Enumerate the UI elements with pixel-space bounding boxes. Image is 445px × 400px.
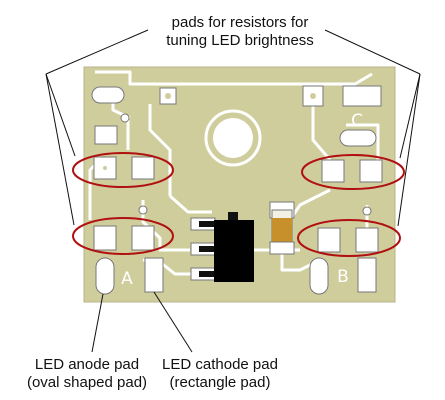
anode-label-line1: LED anode pad — [34, 356, 140, 373]
chip-lead-3 — [199, 271, 215, 277]
resistor-pad-right-lower-2 — [355, 227, 379, 253]
led-anode-pad-a — [95, 257, 115, 295]
resistor-pad-right-lower-1 — [317, 227, 341, 253]
highlight-left-lower — [72, 217, 174, 255]
via-top-center — [165, 93, 171, 99]
resistor-band — [272, 218, 292, 242]
highlight-left-upper — [72, 152, 174, 188]
resistor-pad-left-lower-2 — [131, 225, 155, 251]
top-label-line1: pads for resistors for — [171, 14, 309, 31]
cathode-label-line2: (rectangle pad) — [169, 374, 271, 391]
top-left-capsule-pad — [91, 86, 125, 104]
via-right-lower — [362, 206, 372, 216]
silk-mark-a: A — [121, 269, 133, 289]
rect-pad-right-top — [342, 85, 382, 107]
highlight-right-upper — [301, 154, 405, 190]
resistor-pad-left-upper-2 — [131, 156, 155, 180]
resistor-pad-right-upper-1 — [321, 159, 345, 183]
highlight-ellipses — [72, 152, 405, 257]
resistor-end-bottom — [269, 241, 295, 255]
chip-tab — [228, 212, 238, 222]
capsule-pad-right — [339, 129, 377, 147]
led-anode-pad-b — [309, 257, 329, 295]
cathode-label-line1: LED cathode pad — [162, 356, 278, 373]
small-square-pad-left — [94, 125, 118, 145]
silk-mark-c: C — [351, 111, 363, 131]
chip-lead-1 — [199, 221, 215, 227]
top-label-line2: tuning LED brightness — [166, 32, 314, 49]
resistor-pad-left-lower-1 — [93, 225, 117, 251]
via-left-upper — [103, 166, 107, 170]
led-cathode-pad-a — [144, 257, 164, 293]
via-left-lower — [138, 205, 148, 215]
led-mount-hole — [213, 118, 253, 158]
anode-label-line2: (oval shaped pad) — [26, 374, 148, 391]
resistor-pad-right-upper-2 — [359, 159, 383, 183]
via-right-top — [310, 93, 316, 99]
chip-body — [214, 220, 254, 282]
silk-mark-b: B — [337, 267, 349, 287]
via-top-left — [120, 113, 130, 123]
chip-lead-2 — [199, 246, 215, 252]
highlight-right-lower — [297, 219, 401, 257]
led-cathode-pad-b — [357, 257, 377, 293]
leader-lines — [45, 29, 421, 353]
